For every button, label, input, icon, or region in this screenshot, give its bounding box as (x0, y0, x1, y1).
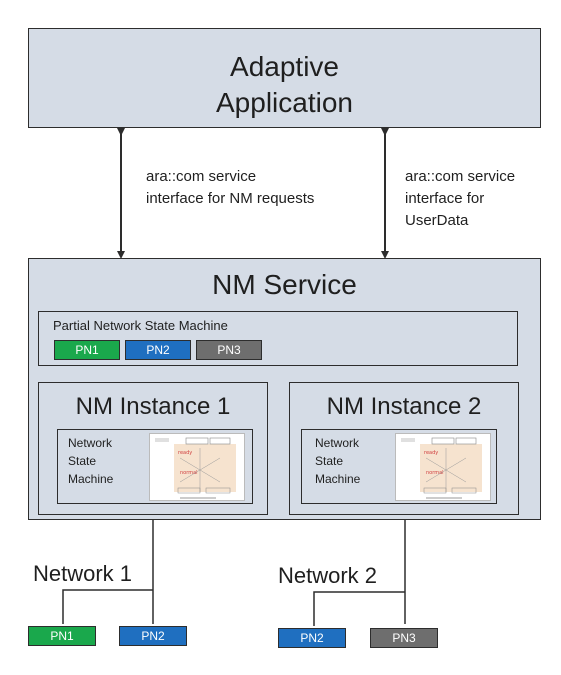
nm-service-box: NM Service Partial Network State Machine… (28, 258, 541, 520)
network-2-pn3-node: PN3 (370, 628, 438, 648)
network-state-machine-2-box: Network State Machine ready normal (301, 429, 497, 504)
nsm-1-line2: State (68, 454, 97, 468)
network-state-machine-1-box: Network State Machine ready normal (57, 429, 253, 504)
user-data-interface-line3: UserData (405, 212, 469, 229)
adaptive-application-label-line2: Application (216, 87, 353, 118)
nm-instance-1-title: NM Instance 1 (75, 393, 231, 420)
nm-requests-interface-line1: ara::com service (146, 168, 257, 185)
state-machine-thumbnail-2: ready normal (395, 433, 491, 501)
nsm-2-line3: Machine (315, 472, 361, 486)
pn1-badge: PN1 (54, 340, 120, 360)
adaptive-application-label-line1: Adaptive (230, 51, 339, 82)
svg-text:normal: normal (180, 470, 198, 476)
network-2-branch (313, 591, 405, 626)
nsm-2-line2: State (315, 454, 344, 468)
nm-requests-interface-line2: interface for NM requests (146, 190, 315, 207)
nm-instance-2-box: NM Instance 2 Network State Machine read… (289, 382, 519, 515)
network-1-pn1-node: PN1 (28, 626, 96, 646)
nsm-2-line1: Network (315, 436, 360, 450)
nm-service-title: NM Service (212, 269, 357, 300)
svg-text:normal: normal (426, 470, 444, 476)
nm-instance-2-title: NM Instance 2 (326, 393, 482, 420)
nm-instance-1-box: NM Instance 1 Network State Machine read… (38, 382, 268, 515)
partial-network-state-machine-box: Partial Network State Machine PN1 PN2 PN… (38, 311, 518, 366)
network-2-pn2-node: PN2 (278, 628, 346, 648)
nsm-1-line1: Network (68, 436, 113, 450)
partial-network-state-machine-title: Partial Network State Machine (53, 318, 228, 333)
network-1-pn2-node: PN2 (119, 626, 187, 646)
network-1-label: Network 1 (33, 561, 133, 586)
pn2-badge: PN2 (125, 340, 191, 360)
svg-text:ready: ready (178, 450, 192, 456)
nsm-1-line3: Machine (68, 472, 114, 486)
adaptive-application-box: Adaptive Application (28, 28, 541, 128)
network-2-label: Network 2 (278, 563, 378, 588)
user-data-interface-line2: interface for (405, 190, 485, 207)
user-data-interface-line1: ara::com service (405, 168, 516, 185)
pn3-badge: PN3 (196, 340, 262, 360)
network-1-branch (62, 589, 153, 624)
state-machine-thumbnail-1: ready normal (149, 433, 245, 501)
svg-text:ready: ready (424, 450, 438, 456)
